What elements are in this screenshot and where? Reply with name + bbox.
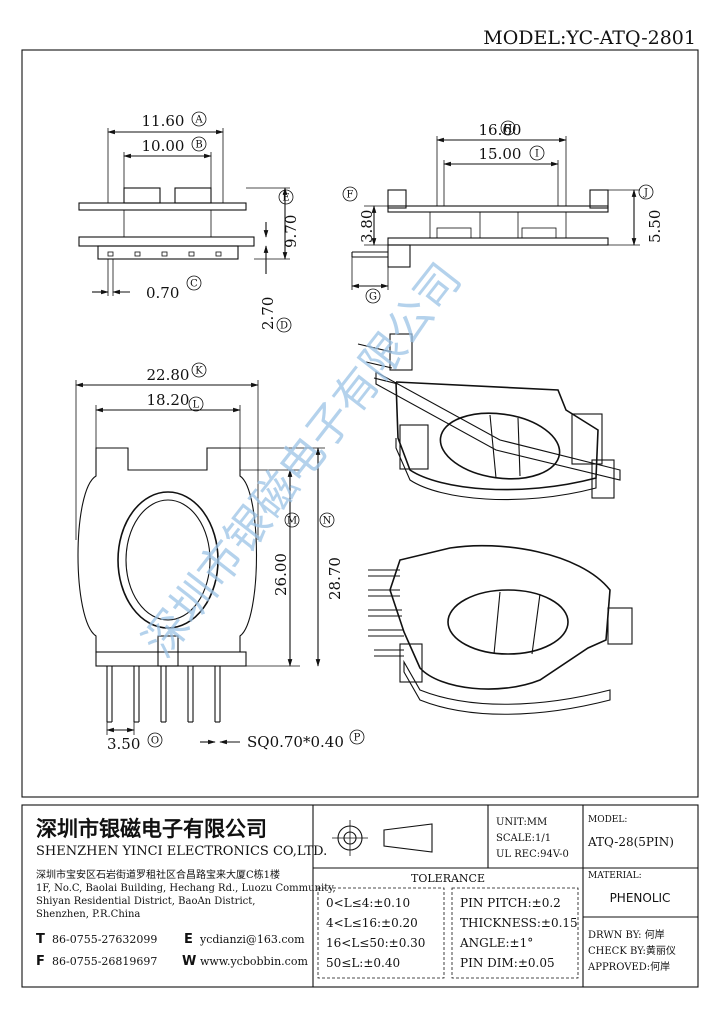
tolerance-left-1: 4<L≤16:±0.20 — [326, 916, 418, 930]
ul-text: UL REC:94V-0 — [496, 849, 569, 860]
email-label: E — [184, 932, 193, 947]
marker-m: M — [284, 512, 300, 528]
dim-a-value: 11.60 — [142, 112, 185, 130]
material-value: PHENOLIC — [610, 891, 671, 905]
web-label: W — [182, 954, 196, 969]
company-address-cn: 深圳市宝安区石岩街道罗租社区合昌路宝来大厦C栋1楼 — [36, 868, 280, 881]
svg-text:K: K — [195, 366, 203, 377]
dim-e-value: 9.70 — [282, 215, 300, 248]
tolerance-title: TOLERANCE — [411, 872, 485, 885]
marker-k: K — [191, 362, 207, 378]
web-value: www.ycbobbin.com — [200, 955, 308, 968]
company-name-cn: 深圳市银磁电子有限公司 — [36, 816, 267, 841]
dim-i-value: 15.00 — [479, 145, 522, 163]
approved-by: APPROVED:何岸 — [587, 960, 670, 973]
marker-l: L — [188, 396, 204, 412]
tel-label: T — [36, 932, 45, 947]
fax-value: 86-0755-26819697 — [52, 955, 157, 968]
svg-text:B: B — [195, 140, 202, 151]
material-label: MATERIAL: — [588, 871, 642, 881]
tolerance-right-1: THICKNESS:±0.15 — [460, 916, 578, 930]
front-view: 22.80 18.20 26.00 28.70 3.50 SQ0.70*0.40 — [75, 366, 344, 753]
dim-o-value: 3.50 — [107, 735, 140, 753]
dimension-markers: A B C D E F G H I J K L M N O P — [147, 111, 654, 748]
svg-text:H: H — [504, 124, 513, 135]
marker-e: E — [278, 189, 294, 205]
model-title: MODEL:YC-ATQ-2801 — [483, 27, 696, 49]
isometric-view-bottom — [368, 544, 633, 715]
drawing-frame — [21, 49, 699, 798]
svg-text:E: E — [282, 193, 289, 204]
marker-j: J — [638, 184, 654, 200]
svg-text:M: M — [287, 516, 297, 527]
marker-h: H — [500, 120, 516, 136]
dim-c-value: 0.70 — [146, 284, 179, 302]
marker-o: O — [147, 732, 163, 748]
dim-p-value: SQ0.70*0.40 — [247, 733, 344, 751]
dim-m-value: 26.00 — [272, 553, 290, 596]
tolerance-right-0: PIN PITCH:±0.2 — [460, 896, 561, 910]
projection-symbol — [332, 820, 433, 856]
tolerance-left-0: 0<L≤4:±0.10 — [326, 896, 410, 910]
marker-d: D — [276, 317, 292, 333]
dim-b-value: 10.00 — [142, 137, 185, 155]
company-address-en-1: 1F, No.C, Baolai Building, Hechang Rd., … — [36, 883, 336, 894]
scale-text: SCALE:1/1 — [496, 833, 551, 844]
marker-b: B — [191, 136, 207, 152]
svg-text:P: P — [354, 733, 361, 744]
svg-text:O: O — [151, 736, 159, 747]
svg-text:C: C — [190, 279, 198, 290]
svg-text:F: F — [347, 190, 354, 201]
tolerance-left-3: 50≤L:±0.40 — [326, 956, 400, 970]
marker-c: C — [186, 275, 202, 291]
check-by: CHECK BY:黄丽仪 — [588, 944, 676, 957]
tolerance-right-3: PIN DIM:±0.05 — [460, 956, 555, 970]
dim-l-value: 18.20 — [147, 391, 190, 409]
tel-value: 86-0755-27632099 — [52, 933, 157, 946]
svg-text:A: A — [194, 115, 203, 126]
svg-text:J: J — [643, 188, 648, 199]
svg-text:G: G — [369, 292, 377, 303]
tolerance-right-2: ANGLE:±1° — [459, 936, 533, 950]
company-address-en-3: Shenzhen, P.R.China — [36, 909, 140, 920]
company-name-en: SHENZHEN YINCI ELECTRONICS CO,LTD. — [36, 844, 327, 859]
title-block: 深圳市银磁电子有限公司 SHENZHEN YINCI ELECTRONICS C… — [21, 804, 699, 988]
svg-text:L: L — [193, 400, 200, 411]
company-address-en-2: Shiyan Residential District, BaoAn Distr… — [36, 896, 255, 907]
svg-text:D: D — [280, 321, 288, 332]
unit-text: UNIT:MM — [496, 817, 547, 828]
side-view-right: 16.60 15.00 3.80 5.50 — [351, 121, 664, 290]
marker-f: F — [342, 186, 358, 202]
dim-f-value: 3.80 — [358, 210, 376, 243]
dim-d-value: 2.70 — [259, 297, 277, 330]
dim-j-value: 5.50 — [646, 210, 664, 243]
marker-p: P — [349, 729, 365, 745]
marker-a: A — [191, 111, 207, 127]
tolerance-left-2: 16<L≤50:±0.30 — [326, 936, 425, 950]
side-view-front: 11.60 10.00 0.70 9.70 2.70 — [78, 112, 300, 330]
watermark: 深圳市银磁电子有限公司 — [133, 254, 471, 667]
model-value: ATQ-28(5PIN) — [587, 835, 674, 849]
fax-label: F — [36, 954, 45, 969]
svg-text:N: N — [323, 516, 332, 527]
isometric-view-top — [357, 333, 621, 501]
drawn-by: DRWN BY: 何岸 — [588, 928, 665, 941]
dim-n-value: 28.70 — [326, 557, 344, 600]
marker-i: I — [529, 145, 545, 161]
marker-g: G — [365, 288, 381, 304]
email-value: ycdianzi@163.com — [199, 933, 305, 946]
marker-n: N — [319, 512, 335, 528]
svg-text:I: I — [535, 149, 539, 160]
dim-k-value: 22.80 — [147, 366, 190, 384]
model-label: MODEL: — [588, 815, 627, 825]
